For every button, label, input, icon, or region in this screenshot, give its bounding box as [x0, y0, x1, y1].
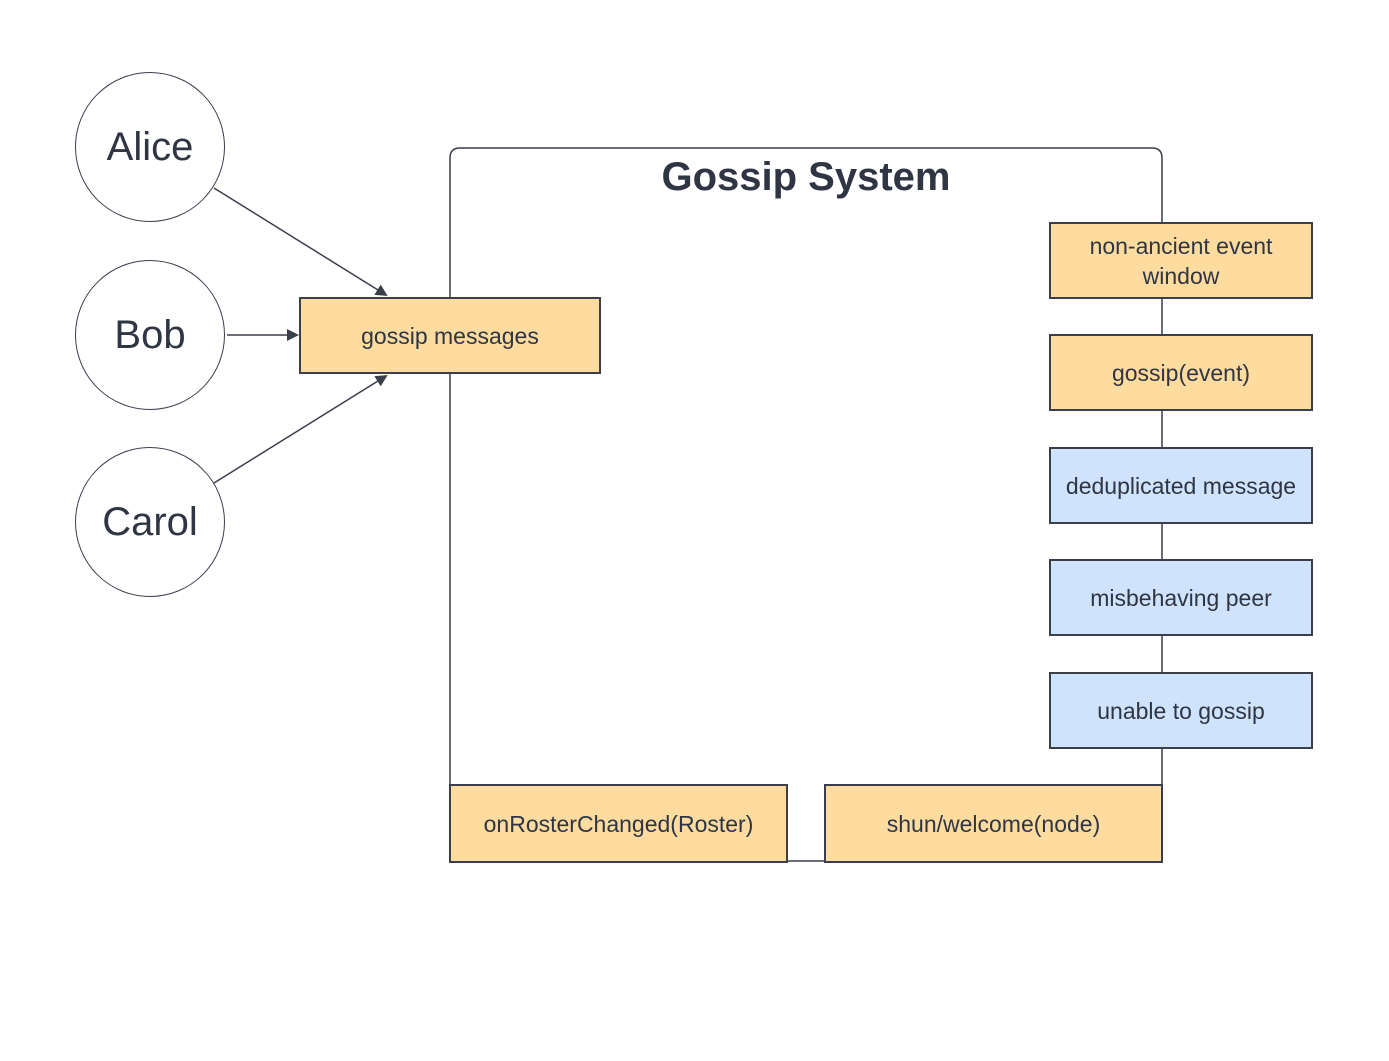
- node-alice: Alice: [75, 72, 225, 222]
- node-carol-label: Carol: [102, 499, 198, 544]
- node-bob-label: Bob: [114, 312, 186, 357]
- misbehaving-peer-box: misbehaving peer: [1049, 559, 1313, 636]
- gossip-event-box: gossip(event): [1049, 334, 1313, 411]
- shun-welcome-label: shun/welcome(node): [886, 810, 1101, 837]
- alice-to-gossip-arrow: [213, 187, 388, 297]
- gossip-system-container: [449, 147, 1163, 860]
- on-roster-changed-box: onRosterChanged(Roster): [449, 784, 788, 863]
- node-alice-label: Alice: [106, 124, 194, 169]
- node-carol: Carol: [75, 447, 225, 597]
- unable-to-gossip-label: unable to gossip: [1097, 697, 1265, 724]
- carol-to-gossip-arrow: [213, 374, 388, 484]
- gossip-messages-box: gossip messages: [299, 297, 601, 374]
- on-roster-changed-label: onRosterChanged(Roster): [483, 810, 754, 837]
- system-title: Gossip System: [661, 155, 951, 199]
- unable-to-gossip-box: unable to gossip: [1049, 672, 1313, 749]
- node-bob: Bob: [75, 260, 225, 410]
- gossip-messages-label: gossip messages: [361, 322, 539, 349]
- shun-welcome-box: shun/welcome(node): [824, 784, 1163, 863]
- non-ancient-event-window-label: non-ancient event window: [1089, 232, 1273, 289]
- non-ancient-event-window-box: non-ancient event window: [1049, 222, 1313, 299]
- deduplicated-message-label: deduplicated message: [1065, 472, 1297, 499]
- gossip-event-label: gossip(event): [1111, 359, 1251, 386]
- deduplicated-message-box: deduplicated message: [1049, 447, 1313, 524]
- misbehaving-peer-label: misbehaving peer: [1090, 584, 1272, 611]
